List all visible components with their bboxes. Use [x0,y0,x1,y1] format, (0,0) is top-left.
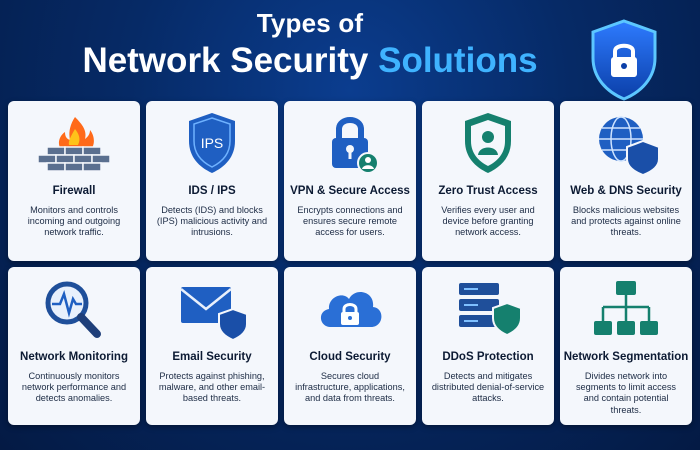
card-description: Divides network into segments to limit a… [575,371,677,415]
card-email-security: Email Security Protects against phishing… [146,267,278,425]
network-tree-icon [587,277,665,341]
globe-shield-icon [587,111,665,175]
svg-text:IPS: IPS [201,135,224,151]
title-main: Network Security [82,41,369,80]
card-title: IDS / IPS [188,185,236,197]
card-title: Zero Trust Access [438,185,538,197]
card-firewall: Firewall Monitors and controls incoming … [8,101,140,261]
envelope-shield-icon [173,277,251,341]
shield-lock-icon [588,18,660,102]
cloud-lock-icon [311,277,389,341]
solutions-grid: Firewall Monitors and controls incoming … [8,101,692,425]
server-shield-icon [449,277,527,341]
card-title: Email Security [172,351,252,363]
card-cloud-security: Cloud Security Secures cloud infrastruct… [284,267,416,425]
card-title: Web & DNS Security [570,185,682,197]
card-vpn: VPN & Secure Access Encrypts connections… [284,101,416,261]
card-description: Continuously monitors network performanc… [21,371,127,404]
title-accent: Solutions [378,41,538,80]
card-title: Network Monitoring [20,351,128,363]
card-title: VPN & Secure Access [290,185,410,197]
card-network-segmentation: Network Segmentation Divides network int… [560,267,692,425]
card-description: Encrypts connections and ensures secure … [297,205,403,238]
lock-user-icon [311,111,389,175]
card-web-dns: Web & DNS Security Blocks malicious webs… [560,101,692,261]
card-title: Cloud Security [309,351,391,363]
title-line-2: Network Security Solutions [0,41,620,81]
ips-shield-icon: IPS [173,111,251,175]
card-ids-ips: IPS IDS / IPS Detects (IDS) and blocks (… [146,101,278,261]
title-line-1: Types of [256,8,364,38]
card-ddos-protection: DDoS Protection Detects and mitigates di… [422,267,554,425]
magnifier-pulse-icon [35,277,113,341]
card-title: DDoS Protection [442,351,534,363]
card-description: Monitors and controls incoming and outgo… [27,205,121,238]
firewall-icon [35,111,113,175]
card-description: Secures cloud infrastructure, applicatio… [295,371,405,404]
card-description: Detects and mitigates distributed denial… [431,371,545,404]
card-network-monitoring: Network Monitoring Continuously monitors… [8,267,140,425]
card-description: Verifies every user and device before gr… [441,205,535,238]
card-description: Blocks malicious websites and protects a… [571,205,681,238]
card-title: Network Segmentation [563,351,689,363]
card-zero-trust: Zero Trust Access Verifies every user an… [422,101,554,261]
page-title: Types of Network Security Solutions [0,8,620,81]
card-description: Protects against phishing, malware, and … [158,371,266,404]
user-shield-icon [449,111,527,175]
card-title: Firewall [52,185,96,197]
card-description: Detects (IDS) and blocks (IPS) malicious… [156,205,268,238]
